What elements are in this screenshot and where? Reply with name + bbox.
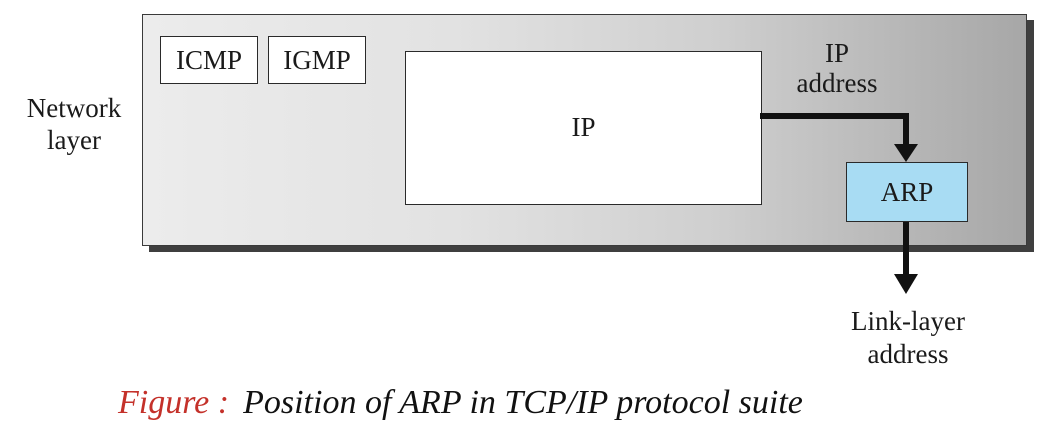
ip-address-label-line1: IP	[824, 38, 849, 68]
ip-box: IP	[405, 51, 762, 205]
ip-address-label-line2: address	[796, 68, 878, 98]
network-layer-label-line2: layer	[47, 125, 101, 155]
figure-caption: Figure : Position of ARP in TCP/IP protoc…	[118, 384, 803, 422]
ip-address-label: IP address	[772, 38, 902, 98]
igmp-box: IGMP	[268, 36, 366, 84]
link-layer-address-label: Link-layer address	[818, 305, 998, 371]
network-layer-label-line1: Network	[26, 93, 122, 123]
icmp-box: ICMP	[160, 36, 258, 84]
caption-text: Position of ARP in TCP/IP protocol suite	[243, 384, 803, 421]
link-layer-address-label-line2: address	[867, 339, 949, 369]
caption-prefix: Figure :	[118, 384, 230, 421]
network-layer-label: Network layer	[10, 92, 138, 156]
arp-box: ARP	[846, 162, 968, 222]
link-layer-address-label-line1: Link-layer	[851, 306, 965, 336]
